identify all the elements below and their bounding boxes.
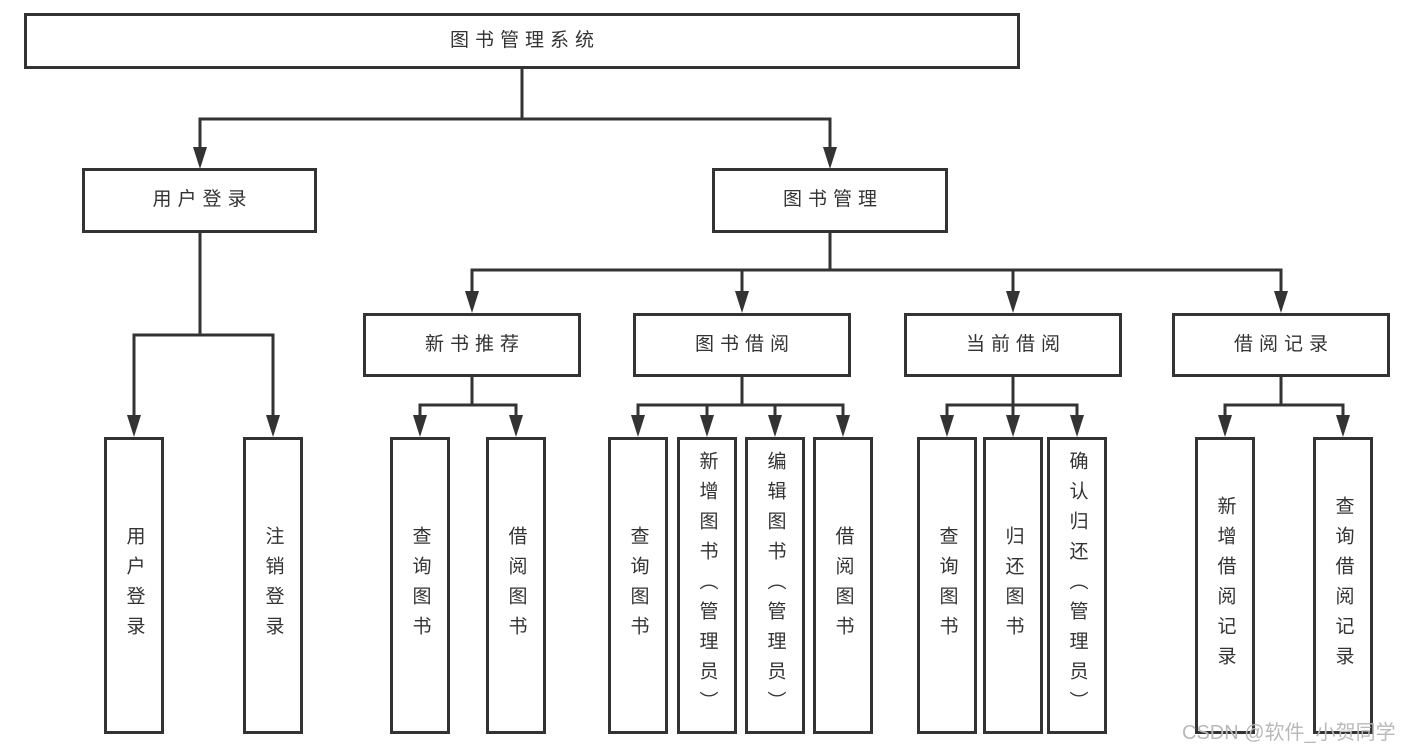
node-label: 查询借阅记录 (1332, 495, 1354, 676)
node-label: 查询图书 (627, 525, 649, 646)
node-label: 新书推荐 (424, 333, 525, 355)
node-label: 借阅图书 (505, 525, 527, 646)
leaf-add-books-admin: 新增图书（管理员） (677, 437, 737, 734)
node-borrowing-records: 借阅记录 (1172, 313, 1390, 377)
leaf-borrow-books-recommend: 借阅图书 (486, 437, 546, 734)
node-user-login: 用户登录 (82, 168, 317, 233)
leaf-edit-books-admin: 编辑图书（管理员） (745, 437, 805, 734)
node-library-management-system: 图书管理系统 (24, 13, 1020, 69)
node-label: 借阅记录 (1233, 333, 1334, 355)
leaf-query-borrow-record: 查询借阅记录 (1313, 437, 1373, 734)
node-label: 用户登录 (152, 189, 253, 211)
leaf-query-books-current: 查询图书 (917, 437, 977, 734)
leaf-add-borrow-record: 新增借阅记录 (1195, 437, 1255, 734)
node-label: 图书管理 (782, 189, 883, 211)
watermark: CSDN @软件_小贺同学 (1182, 722, 1396, 744)
node-label: 注销登录 (262, 525, 284, 646)
leaf-logout: 注销登录 (243, 437, 303, 734)
node-label: 图书借阅 (694, 333, 795, 355)
node-label: 编辑图书（管理员） (764, 450, 786, 721)
node-label: 当前借阅 (965, 333, 1066, 355)
node-label: 确认归还（管理员） (1066, 450, 1088, 721)
node-book-borrowing: 图书借阅 (633, 313, 851, 377)
leaf-confirm-return-admin: 确认归还（管理员） (1047, 437, 1107, 734)
node-book-management: 图书管理 (712, 168, 948, 233)
leaf-return-books: 归还图书 (983, 437, 1043, 734)
node-label: 新增借阅记录 (1214, 495, 1236, 676)
leaf-user-login: 用户登录 (104, 437, 164, 734)
node-label: 用户登录 (123, 525, 145, 646)
node-label: 查询图书 (936, 525, 958, 646)
node-label: 新增图书（管理员） (696, 450, 718, 721)
node-new-book-recommend: 新书推荐 (363, 313, 581, 377)
node-label: 图书管理系统 (449, 29, 600, 51)
leaf-query-books-recommend: 查询图书 (390, 437, 450, 734)
leaf-query-books-borrowing: 查询图书 (608, 437, 668, 734)
node-label: 借阅图书 (832, 525, 854, 646)
leaf-borrow-books-borrowing: 借阅图书 (813, 437, 873, 734)
node-label: 查询图书 (409, 525, 431, 646)
node-current-borrowing: 当前借阅 (904, 313, 1122, 377)
node-label: 归还图书 (1002, 525, 1024, 646)
